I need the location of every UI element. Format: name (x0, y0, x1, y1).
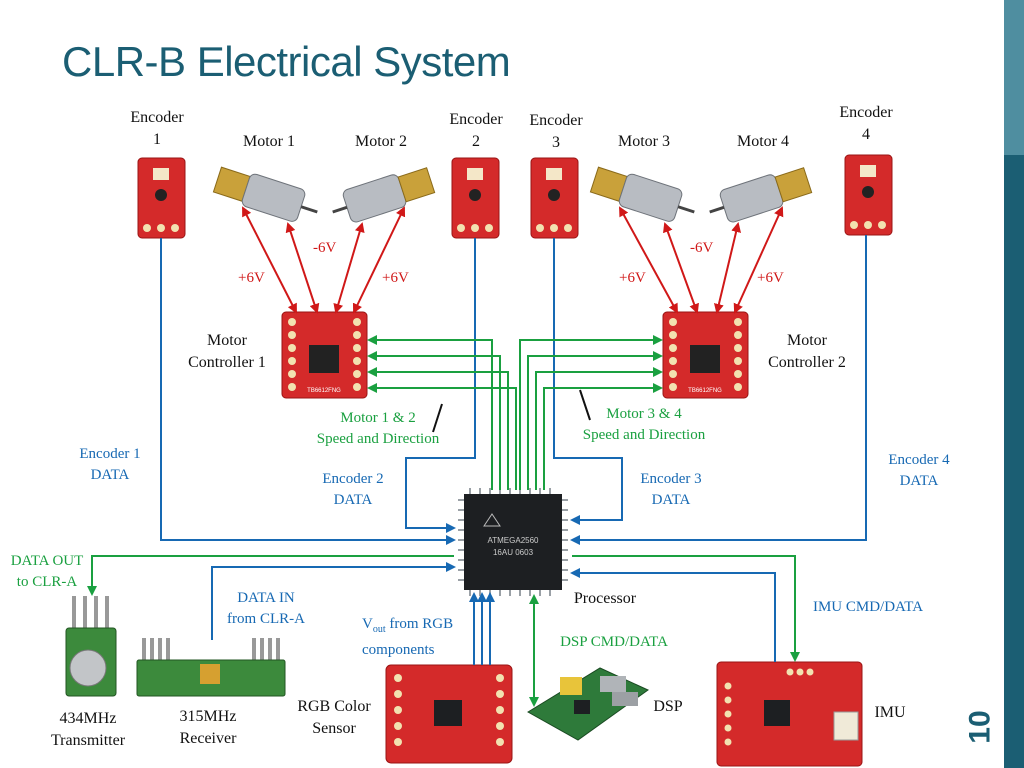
pointer-line-left (432, 403, 443, 433)
processor-label: Processor (573, 590, 637, 607)
voltage-label-pos-3: +6V (619, 270, 646, 286)
page-title: CLR-B Electrical System (62, 38, 511, 85)
motor-image-4 (709, 167, 813, 223)
motor-4-label: Motor 4 (737, 133, 789, 150)
voltage-label-pos-4: +6V (757, 270, 784, 286)
dsp-cmd-data-label: DSP CMD/DATA (560, 634, 668, 650)
data-connections (160, 235, 867, 665)
pointer-line-right (579, 389, 591, 421)
rgb-sensor-board (385, 664, 513, 764)
svg-text:TB6612FNG: TB6612FNG (307, 388, 341, 394)
voltage-label-neg-left: -6V (313, 240, 337, 256)
svg-text:16AU 0603: 16AU 0603 (493, 548, 534, 557)
motor-image-3 (589, 166, 695, 222)
transmitter-module (65, 596, 117, 697)
motor-controller-board-1: TB6612FNG (281, 311, 368, 399)
motor-controller-board-2: TB6612FNG (662, 311, 749, 399)
svg-text:TB6612FNG: TB6612FNG (688, 388, 722, 394)
imu-cmd-data-label: IMU CMD/DATA (812, 599, 924, 615)
dsp-label: DSP (653, 698, 683, 715)
encoder-board-4 (844, 154, 893, 236)
voltage-label-pos-1: +6V (238, 270, 265, 286)
voltage-label-neg-right: -6V (690, 240, 714, 256)
svg-text:ATMEGA2560: ATMEGA2560 (488, 536, 540, 545)
motor-3-label: Motor 3 (618, 133, 670, 150)
encoder-board-3 (530, 157, 579, 239)
imu-label: IMU (874, 704, 906, 721)
side-accent-bar (1004, 155, 1024, 768)
dsp-board (527, 667, 649, 741)
processor-chip: ATMEGA2560 16AU 0603 (458, 488, 568, 596)
voltage-label-pos-2: +6V (382, 270, 409, 286)
receiver-module (136, 638, 286, 697)
side-accent-top (1004, 0, 1024, 155)
encoder-board-1 (137, 157, 186, 239)
motor-image-1 (212, 166, 318, 222)
control-connections (87, 335, 800, 707)
motor-image-2 (332, 167, 436, 223)
encoder-board-2 (451, 157, 500, 239)
imu-board (716, 661, 863, 767)
motor-2-label: Motor 2 (355, 133, 407, 150)
power-connections (242, 206, 784, 314)
motor-1-label: Motor 1 (243, 133, 295, 150)
